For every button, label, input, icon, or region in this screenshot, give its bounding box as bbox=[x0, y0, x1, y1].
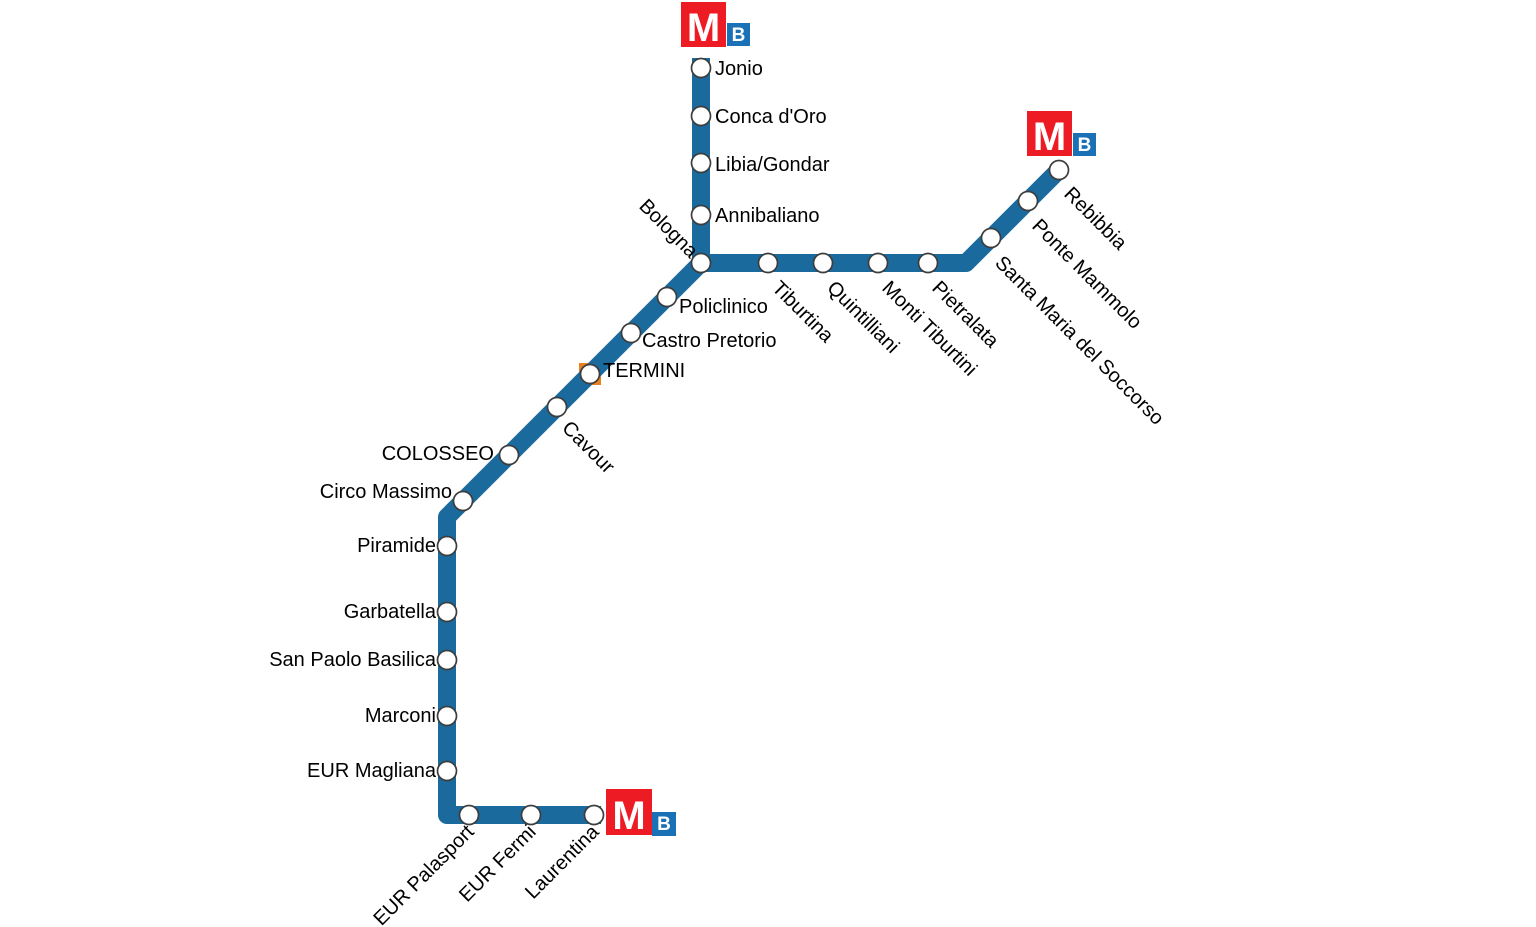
station-jonio-label: Jonio bbox=[715, 58, 763, 80]
station-rebibbia-marker bbox=[1048, 159, 1070, 181]
station-libia-gondar-label: Libia/Gondar bbox=[715, 154, 830, 176]
station-castro-pretorio-label: Castro Pretorio bbox=[642, 330, 777, 352]
station-termini-marker bbox=[579, 363, 601, 385]
metro-logo-laurentina: M B bbox=[606, 789, 676, 838]
metro-m-letter: M bbox=[1033, 115, 1066, 159]
line-b-main-path bbox=[438, 161, 1068, 824]
metro-logo-rebibbia: M B bbox=[1027, 111, 1096, 159]
line-b-badge-icon bbox=[727, 23, 750, 46]
line-b-badge-icon bbox=[1073, 133, 1096, 156]
station-eur-fermi-marker bbox=[520, 804, 542, 826]
station-eur-magliana-marker bbox=[436, 760, 458, 782]
station-annibaliano-marker bbox=[690, 204, 712, 226]
station-san-paolo-basilica-label: San Paolo Basilica bbox=[269, 649, 437, 671]
station-annibaliano-label: Annibaliano bbox=[715, 205, 820, 227]
metro-m-icon bbox=[1027, 111, 1072, 156]
station-conca-doro-label: Conca d'Oro bbox=[715, 106, 827, 128]
station-colosseo-marker bbox=[498, 444, 520, 466]
metro-logo-jonio: M B bbox=[681, 2, 750, 50]
station-bologna-marker bbox=[690, 252, 712, 274]
station-eur-palasport-label: EUR Palasport bbox=[369, 821, 478, 927]
station-circo-massimo-marker bbox=[452, 490, 474, 512]
station-laurentina-marker bbox=[583, 804, 605, 826]
station-santa-maria-del-soccorso-marker bbox=[980, 227, 1002, 249]
metro-m-icon bbox=[606, 789, 652, 835]
station-marconi-label: Marconi bbox=[365, 705, 436, 727]
station-san-paolo-basilica-marker bbox=[436, 649, 458, 671]
station-tiburtina-marker bbox=[757, 252, 779, 274]
station-cavour-label: Cavour bbox=[557, 417, 618, 478]
station-jonio-marker bbox=[690, 57, 712, 79]
metro-m-letter: M bbox=[612, 794, 645, 838]
line-b-badge-letter: B bbox=[732, 25, 746, 46]
station-conca-doro-marker bbox=[690, 105, 712, 127]
station-cavour-marker bbox=[546, 396, 568, 418]
station-marconi-marker bbox=[436, 705, 458, 727]
line-b-badge-letter: B bbox=[1078, 135, 1092, 156]
station-quintilliani-marker bbox=[812, 252, 834, 274]
line-b-badge-letter: B bbox=[657, 814, 671, 835]
station-circo-massimo-label: Circo Massimo bbox=[320, 481, 452, 503]
station-piramide-label: Piramide bbox=[357, 535, 436, 557]
station-garbatella-label: Garbatella bbox=[344, 601, 437, 623]
metro-m-letter: M bbox=[687, 6, 720, 50]
station-policlinico-label: Policlinico bbox=[679, 296, 768, 318]
station-policlinico-marker bbox=[656, 286, 678, 308]
station-libia-gondar-marker bbox=[690, 152, 712, 174]
station-garbatella-marker bbox=[436, 601, 458, 623]
line-b-badge-icon bbox=[652, 812, 676, 836]
station-ponte-mammolo-marker bbox=[1017, 190, 1039, 212]
station-termini-label: TERMINI bbox=[603, 360, 685, 382]
station-castro-pretorio-marker bbox=[620, 322, 642, 344]
station-monti-tiburtini-marker bbox=[867, 252, 889, 274]
station-pietralata-marker bbox=[917, 252, 939, 274]
station-colosseo-label: COLOSSEO bbox=[382, 443, 494, 465]
station-eur-magliana-label: EUR Magliana bbox=[307, 760, 437, 782]
station-markers bbox=[436, 57, 1070, 826]
station-piramide-marker bbox=[436, 535, 458, 557]
metro-m-icon bbox=[681, 2, 726, 47]
station-eur-palasport-marker bbox=[458, 804, 480, 826]
